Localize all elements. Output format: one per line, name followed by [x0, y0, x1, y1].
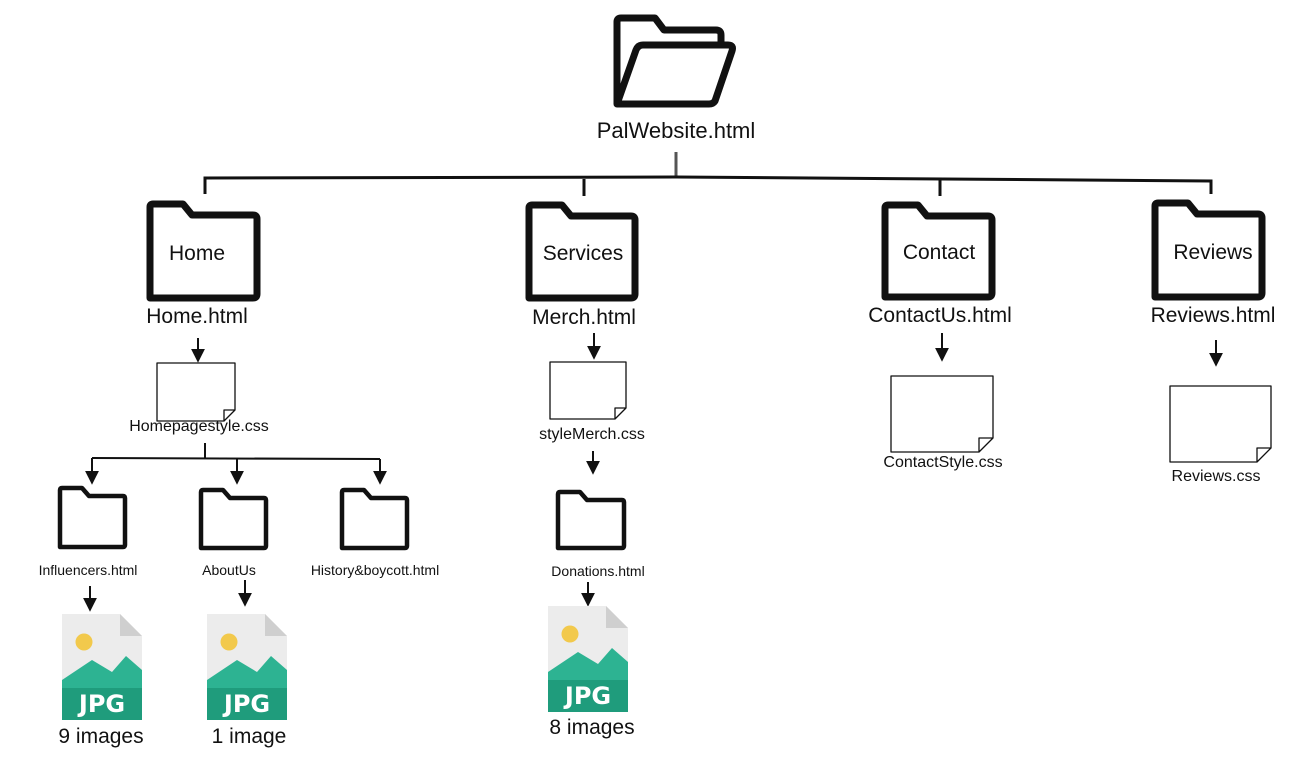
reviews-html-label: Reviews.html [1150, 304, 1276, 327]
jpg-badge-label: JPG [222, 690, 270, 718]
influencers-html-label: Influencers.html [38, 562, 138, 578]
reviews-css-label: Reviews.css [1171, 468, 1261, 485]
influencers-image-count: 9 images [58, 725, 144, 748]
reviews-folder-label: Reviews [1173, 241, 1253, 264]
donations-image-count: 8 images [549, 716, 635, 739]
contact-folder-icon [881, 201, 996, 301]
donations-folder-icon [555, 489, 627, 551]
aboutus-folder-icon [198, 487, 269, 551]
contactstyle-css-page-icon [890, 375, 994, 453]
history-boycott-html-label: History&boycott.html [310, 562, 440, 578]
influencers-folder-icon [57, 485, 128, 550]
reviews-css-page-icon [1169, 385, 1272, 463]
stylemerch-css-page-icon [549, 361, 627, 420]
home-html-label: Home.html [146, 305, 248, 328]
jpg-badge-label: JPG [563, 682, 611, 710]
aboutus-label: AboutUs [202, 562, 256, 578]
contactus-html-label: ContactUs.html [868, 304, 1012, 327]
root-file-label: PalWebsite.html [596, 118, 756, 143]
root-open-folder-icon [613, 14, 736, 108]
home-folder-label: Home [168, 242, 226, 265]
donations-html-label: Donations.html [551, 563, 645, 579]
services-folder-icon [525, 201, 639, 302]
aboutus-image-count: 1 image [211, 725, 287, 748]
donations-jpg-icon: JPG [548, 606, 628, 712]
homepagestyle-css-page-icon [156, 362, 236, 422]
home-fork-bar [91, 457, 381, 460]
homepagestyle-css-label: Homepagestyle.css [129, 418, 269, 435]
aboutus-jpg-icon: JPG [207, 614, 287, 720]
contact-folder-label: Contact [902, 241, 976, 264]
contactstyle-css-label: ContactStyle.css [883, 454, 1003, 471]
services-folder-label: Services [542, 242, 624, 265]
stylemerch-css-label: styleMerch.css [539, 426, 645, 443]
main-connector [203, 175, 1213, 194]
home-folder-icon [146, 200, 261, 302]
jpg-badge-label: JPG [77, 690, 125, 718]
reviews-folder-icon [1151, 199, 1266, 301]
merch-html-label: Merch.html [532, 306, 636, 329]
history-folder-icon [339, 487, 410, 551]
influencers-jpg-icon: JPG [62, 614, 142, 720]
